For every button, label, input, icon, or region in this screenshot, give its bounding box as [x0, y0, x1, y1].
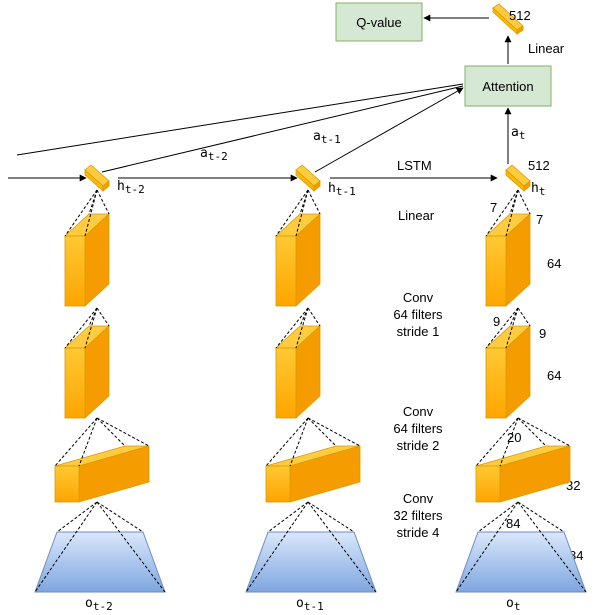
linear-top-label: Linear — [528, 41, 565, 56]
column-t-minus-2-conv1-cube — [54, 445, 150, 503]
dim-c2-64: 64 — [547, 368, 561, 383]
svg-text:stride 1: stride 1 — [397, 324, 440, 339]
o-t-label: ot — [506, 596, 520, 613]
q-value-label: Q-value — [356, 15, 402, 30]
dim-c2-20a: 20 — [507, 430, 521, 445]
q-value-box: Q-value — [335, 2, 423, 42]
attention-input-line-3 — [314, 87, 464, 173]
h-t-minus-1-label: ht-1 — [328, 181, 356, 198]
column-t-minus-1-conv1-cube — [265, 445, 361, 503]
h-t-minus-2-label: ht-2 — [117, 179, 145, 196]
dim-c3-64: 64 — [547, 256, 561, 271]
column-t-minus-2-conv2-cube — [63, 325, 111, 419]
column-t-minus-1-conv2-cube — [274, 325, 322, 419]
column-t-minus-1-h-cube — [295, 164, 321, 192]
dim-in-84a: 84 — [506, 516, 520, 531]
dim-c3-9a: 9 — [493, 314, 500, 329]
conv1-label: Conv 32 filters stride 4 — [393, 491, 443, 540]
svg-text:Conv: Conv — [403, 491, 434, 506]
column-t-conv2-cube — [484, 325, 532, 419]
svg-text:stride 4: stride 4 — [397, 525, 440, 540]
o-t-minus-2-label: ot-2 — [85, 596, 113, 613]
column-t — [455, 164, 587, 593]
attention-input-line-2 — [101, 85, 464, 173]
column-t-minus-1-input-frame — [245, 531, 377, 593]
attention-input-line-1 — [16, 83, 464, 156]
svg-text:Conv: Conv — [403, 404, 434, 419]
conv2-label: Conv 64 filters stride 2 — [393, 404, 443, 453]
column-t-conv1-cube — [475, 445, 571, 503]
output-linear-cube — [492, 3, 524, 35]
column-t-minus-2 — [34, 164, 166, 593]
svg-text:32 filters: 32 filters — [393, 508, 443, 523]
svg-text:Conv: Conv — [403, 290, 434, 305]
column-t-minus-1 — [245, 164, 377, 593]
attention-label: Attention — [482, 79, 533, 94]
attention-box: Attention — [464, 65, 552, 107]
conv3-label: Conv 64 filters stride 1 — [393, 290, 443, 339]
column-t-minus-2-h-cube — [84, 164, 110, 192]
a-t-minus-2-label: at-2 — [200, 146, 228, 163]
svg-text:stride 2: stride 2 — [397, 438, 440, 453]
dim-linear-7a: 7 — [490, 200, 497, 215]
column-t-conv3-cube — [484, 213, 532, 307]
column-t-minus-2-input-frame — [34, 531, 166, 593]
o-t-minus-1-label: ot-1 — [296, 596, 324, 613]
dim-top-512: 512 — [509, 8, 531, 23]
svg-text:64 filters: 64 filters — [393, 307, 443, 322]
column-t-minus-2-conv3-cube — [63, 213, 111, 307]
dim-linear-7b: 7 — [536, 212, 543, 227]
column-t-input-frame — [455, 531, 587, 593]
linear-label: Linear — [398, 208, 435, 223]
dim-h-512: 512 — [528, 158, 550, 173]
column-t-h-cube — [505, 164, 531, 192]
dim-c3-9b: 9 — [539, 326, 546, 341]
column-t-minus-1-conv3-cube — [274, 213, 322, 307]
a-t-label: at — [511, 125, 525, 142]
a-t-minus-1-label: at-1 — [313, 129, 341, 146]
h-t-label: ht — [531, 181, 545, 198]
svg-text:64 filters: 64 filters — [393, 421, 443, 436]
lstm-label: LSTM — [397, 158, 432, 173]
